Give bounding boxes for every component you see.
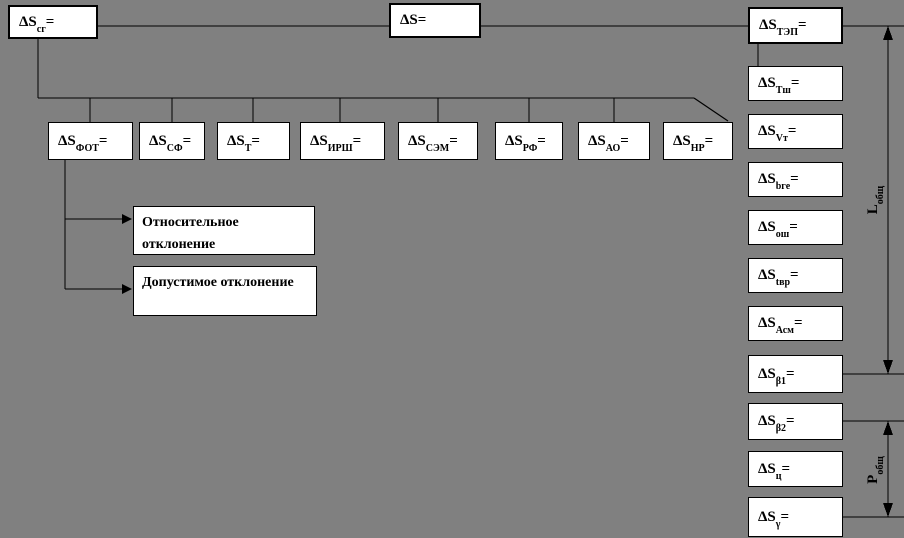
formula-text: ΔStвр=: [758, 267, 799, 288]
box-delta-s-fot: ΔSФОТ=: [48, 122, 133, 160]
formula-text: ΔSСЭМ=: [408, 132, 458, 154]
box-delta-s-bge: ΔSbге=: [748, 162, 843, 197]
formula-text: ΔSРФ=: [505, 132, 546, 154]
formula-text: ΔSbге=: [758, 171, 799, 192]
box-delta-s-ao: ΔSАО=: [578, 122, 650, 160]
box-delta-s-vt: ΔSVт=: [748, 114, 843, 149]
formula-text: ΔSVт=: [758, 123, 797, 144]
formula-text: ΔSАсм=: [758, 315, 803, 336]
formula-text: ΔSТЭП=: [759, 17, 807, 38]
box-delta-s-ts: ΔSц=: [748, 451, 843, 487]
label-p-obsh: Pобщ: [865, 438, 886, 502]
formula-text: ΔSош=: [758, 219, 798, 240]
formula-text: ΔSц=: [758, 460, 791, 482]
box-delta-s-tep: ΔSТЭП=: [748, 7, 843, 44]
formula-text: ΔSТ=: [227, 132, 260, 154]
formula-text: ΔSФОТ=: [58, 132, 108, 154]
box-delta-s-irsh: ΔSИРШ=: [300, 122, 385, 160]
formula-text: ΔSСФ=: [149, 132, 192, 154]
formula-text: ΔSНР=: [673, 132, 714, 154]
formula-text: ΔSАО=: [588, 132, 629, 154]
formula-text: ΔSИРШ=: [310, 132, 362, 154]
note-text: Относительное отклонение: [142, 215, 239, 252]
box-delta-s-osh: ΔSош=: [748, 210, 843, 245]
note-allowed-deviation: Допустимое отклонение: [133, 266, 317, 316]
formula-text: ΔSсг=: [19, 13, 55, 35]
box-delta-s-sem: ΔSСЭМ=: [398, 122, 478, 160]
axis-label-text: Lобщ: [865, 185, 886, 215]
formula-text: ΔSβ2=: [758, 413, 795, 434]
box-delta-s-sg: ΔSсг=: [8, 5, 98, 39]
box-delta-s-sf: ΔSСФ=: [139, 122, 205, 160]
note-relative-deviation: Относительное отклонение: [133, 206, 315, 255]
box-delta-s-rf: ΔSРФ=: [495, 122, 563, 160]
box-delta-s-beta2: ΔSβ2=: [748, 403, 843, 440]
formula-text: ΔS=: [400, 12, 427, 28]
box-delta-s-t: ΔSТ=: [217, 122, 290, 160]
note-text: Допустимое отклонение: [142, 275, 294, 290]
axis-label-text: Pобщ: [865, 456, 886, 484]
box-delta-s-nr: ΔSНР=: [663, 122, 733, 160]
box-delta-s-gamma: ΔSγ=: [748, 497, 843, 537]
formula-text: ΔSγ=: [758, 508, 789, 530]
formula-text: ΔSТш=: [758, 75, 800, 96]
formula-text: ΔSβ1=: [758, 365, 795, 387]
box-delta-s-tsh: ΔSТш=: [748, 66, 843, 101]
box-delta-s-asm: ΔSАсм=: [748, 306, 843, 341]
box-delta-s-beta1: ΔSβ1=: [748, 355, 843, 393]
box-delta-s: ΔS=: [389, 3, 481, 38]
box-delta-s-tvr: ΔStвр=: [748, 258, 843, 293]
label-l-obsh: Lобщ: [865, 168, 886, 232]
